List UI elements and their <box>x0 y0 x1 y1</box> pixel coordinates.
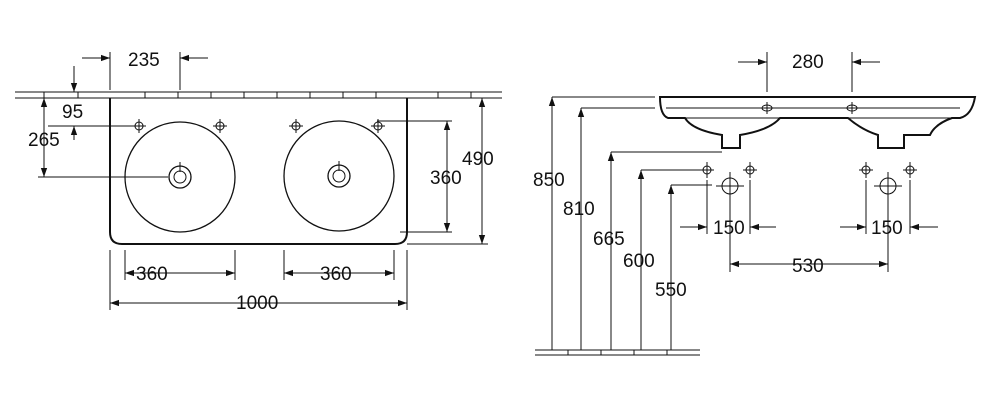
dim-height-810: 810 <box>563 107 655 350</box>
dim-bowl-depth: 360 <box>377 120 462 233</box>
dim-label-665: 665 <box>593 229 625 250</box>
dim-label-150-left: 150 <box>713 218 745 239</box>
dim-label-850: 850 <box>533 170 565 191</box>
dim-label-550: 550 <box>655 280 687 301</box>
top-view: 235 95 265 490 360 <box>15 50 502 314</box>
dim-label-95: 95 <box>62 102 83 123</box>
dim-label-600: 600 <box>623 251 655 272</box>
dim-label-810: 810 <box>563 199 595 220</box>
floor-line <box>535 349 700 356</box>
dim-height-850: 850 <box>533 96 655 350</box>
dim-label-360-depth: 360 <box>430 168 462 189</box>
side-view: 280 850 810 665 600 <box>533 52 977 356</box>
dim-label-490: 490 <box>462 149 494 170</box>
dim-tap-offset: 235 <box>82 50 208 90</box>
side-hole-markers <box>761 102 858 114</box>
dim-waste-spacing: 530 <box>729 196 889 277</box>
dim-hole-spacing: 280 <box>738 52 880 92</box>
dim-label-265: 265 <box>28 130 60 151</box>
dim-right-bowl-width: 360 <box>283 250 395 285</box>
right-drain <box>327 161 351 188</box>
dim-label-235: 235 <box>128 50 160 71</box>
dim-label-1000: 1000 <box>236 293 278 314</box>
dim-height-550: 550 <box>655 184 712 350</box>
dim-supply-spacing-right: 150 <box>840 180 938 239</box>
dim-label-150-right: 150 <box>871 218 903 239</box>
dim-bowl-center: 265 <box>28 98 125 178</box>
dim-label-530: 530 <box>792 256 824 277</box>
right-bowl <box>283 120 395 232</box>
dim-overall-depth: 490 <box>407 97 494 245</box>
dim-hole-depth: 95 <box>48 66 136 140</box>
dim-supply-spacing-left: 150 <box>680 180 776 239</box>
dim-label-360-left: 360 <box>136 264 168 285</box>
left-drain <box>125 162 192 189</box>
dim-height-600: 600 <box>623 169 700 350</box>
dim-label-360-right: 360 <box>320 264 352 285</box>
dim-overall-width: 1000 <box>109 250 408 314</box>
wall-line <box>15 91 502 99</box>
dim-label-280: 280 <box>792 52 824 73</box>
basin-profile <box>658 96 977 149</box>
dim-height-665: 665 <box>593 151 722 350</box>
supply-waste-markers <box>700 162 917 200</box>
basin-outline <box>109 98 408 245</box>
dim-left-bowl-width: 360 <box>124 250 236 285</box>
